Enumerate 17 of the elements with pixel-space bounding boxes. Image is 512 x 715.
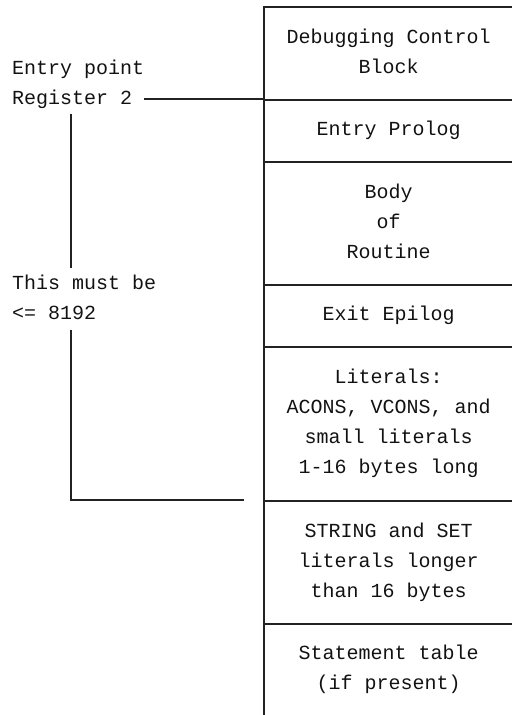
block-label: STRING and SET literals longer than 16 bytes bbox=[298, 520, 479, 606]
block-label: Body of Routine bbox=[346, 180, 430, 266]
size-note: This must be <= 8192 bbox=[12, 272, 156, 328]
memory-block bbox=[263, 99, 512, 161]
memory-block bbox=[263, 6, 512, 99]
memory-block bbox=[263, 284, 512, 346]
callout-text: Entry point Register 2 bbox=[12, 57, 144, 113]
block-label: Statement table (if present) bbox=[298, 642, 479, 698]
block-label: Exit Epilog bbox=[322, 303, 455, 329]
memory-block bbox=[263, 346, 512, 500]
block-label: Literals: ACONS, VCONS, and small literals 1-16 bytes long bbox=[286, 366, 491, 482]
block-label: Entry Prolog bbox=[316, 118, 461, 144]
block-label: Debugging Control Block bbox=[286, 26, 491, 82]
leader-line bbox=[144, 98, 263, 100]
memory-block bbox=[263, 161, 512, 284]
memory-block bbox=[263, 500, 512, 623]
memory-block bbox=[263, 623, 512, 715]
